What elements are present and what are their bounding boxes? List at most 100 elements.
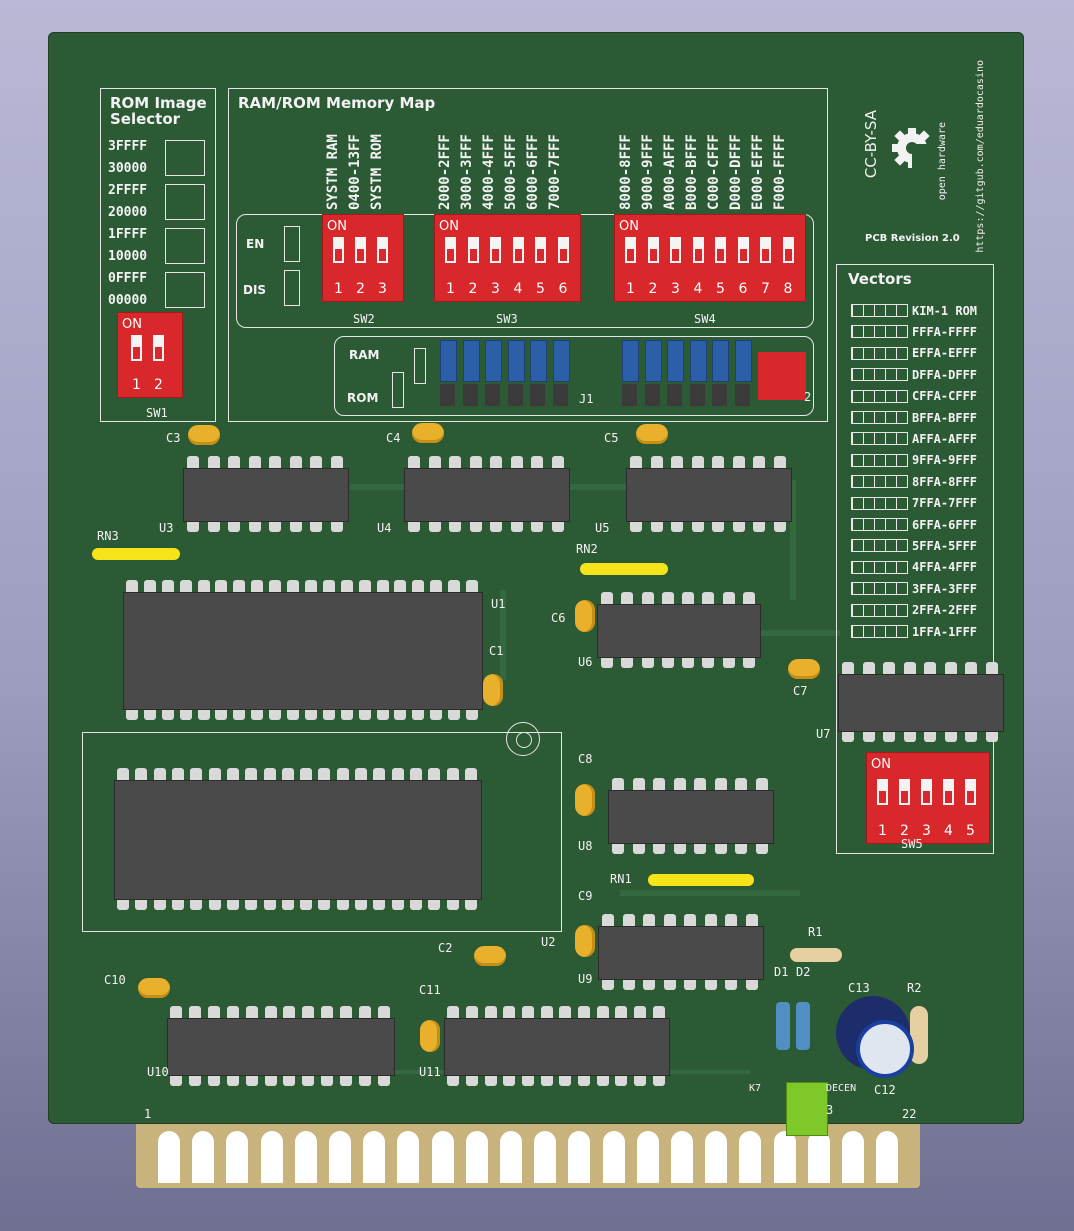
jumper-cap[interactable] (644, 340, 662, 382)
dip-toggle[interactable] (899, 779, 910, 805)
dip-toggle[interactable] (153, 335, 164, 361)
dip-toggle[interactable] (692, 237, 704, 263)
ic-pin (339, 1006, 352, 1018)
vector-row[interactable]: 9FFA-9FFF (851, 450, 977, 467)
vector-row[interactable]: 4FFA-4FFF (851, 557, 977, 574)
dip-toggle[interactable] (355, 237, 366, 263)
dip-toggle[interactable] (445, 237, 456, 263)
jumper-cap[interactable] (440, 340, 457, 382)
dip-toggle[interactable] (131, 335, 142, 361)
ic-pin (510, 456, 523, 468)
ic-pin (612, 778, 625, 790)
jumper-cap[interactable] (734, 340, 752, 382)
vector-row[interactable]: CFFA-CFFF (851, 386, 977, 403)
dip-toggle[interactable] (512, 237, 524, 263)
ref-u4: U4 (377, 521, 392, 535)
edge-finger (807, 1131, 830, 1183)
ic-pin (862, 662, 875, 674)
dip-toggle[interactable] (557, 237, 569, 263)
jumper-cap[interactable] (689, 340, 707, 382)
jumper-cap[interactable] (462, 340, 480, 382)
ic-pin (469, 456, 482, 468)
ref-u9: U9 (578, 972, 593, 986)
jumper-j2[interactable] (758, 352, 806, 400)
ic-pin (300, 898, 313, 910)
ic-pin (428, 898, 441, 910)
vector-row[interactable]: BFFA-BFFF (851, 407, 977, 425)
dip-toggle[interactable] (535, 237, 546, 263)
vector-row[interactable]: 5FFA-5FFF (851, 535, 977, 553)
rom-range-bottom: 20000 (108, 205, 148, 220)
vector-row[interactable]: EFFA-EFFF (851, 343, 977, 360)
ic-pin (622, 978, 635, 990)
dip-toggle[interactable] (467, 237, 479, 263)
capacitor-c3 (188, 425, 220, 445)
dip-toggle[interactable] (877, 779, 888, 805)
jumper-cap[interactable] (552, 340, 570, 382)
dip-toggle[interactable] (490, 237, 501, 263)
ic-pin (735, 842, 748, 854)
jumper-cap[interactable] (622, 340, 639, 382)
dip-toggle[interactable] (333, 237, 344, 263)
dip-toggle[interactable] (965, 779, 976, 805)
ic-u11 (444, 1018, 670, 1076)
ic-u8 (608, 790, 774, 844)
jumper-cap[interactable] (712, 340, 729, 382)
vector-row[interactable]: 8FFA-8FFF (851, 471, 977, 489)
vector-row[interactable]: FFFA-FFFF (851, 321, 977, 339)
ic-pin (484, 1074, 497, 1086)
vector-row[interactable]: 7FFA-7FFF (851, 493, 977, 510)
ic-pin (330, 520, 343, 532)
ic-pin (391, 898, 404, 910)
vector-row[interactable]: KIM-1 ROM (851, 300, 977, 318)
ic-pin (125, 708, 138, 720)
vector-row[interactable]: 6FFA-6FFF (851, 514, 977, 532)
dip-toggle[interactable] (760, 237, 771, 263)
ref-u7: U7 (816, 727, 831, 741)
dip-toggle[interactable] (921, 779, 932, 805)
jumper-cap[interactable] (667, 340, 684, 382)
dip-num: 2 (356, 281, 365, 297)
jumper-cap[interactable] (485, 340, 502, 382)
rom-range-top: 0FFFF (108, 271, 148, 286)
ic-pin (189, 1006, 202, 1018)
ref-sw2: SW2 (353, 312, 375, 326)
memory-range-label: SYSTM RAM (325, 134, 341, 210)
dip-toggle[interactable] (670, 237, 681, 263)
dip-toggle[interactable] (715, 237, 726, 263)
jumper-cap[interactable] (507, 340, 525, 382)
vector-switch-icon (851, 346, 908, 360)
vector-row[interactable]: DFFA-DFFF (851, 364, 977, 382)
dip-toggle[interactable] (377, 237, 388, 263)
dip-switch-sw1[interactable]: ON 1 2 (117, 312, 183, 398)
vector-row[interactable]: AFFA-AFFF (851, 428, 977, 446)
ic-pin (226, 1006, 239, 1018)
dip-num: 1 (626, 281, 635, 297)
ic-pin (612, 842, 625, 854)
dip-switch-sw2[interactable]: ON 1 2 3 (322, 214, 404, 302)
rom-range-bottom: 00000 (108, 293, 148, 308)
edge-finger (739, 1131, 762, 1183)
dip-toggle[interactable] (943, 779, 954, 805)
jumper-panel-frame (334, 336, 814, 416)
ref-rn1: RN1 (610, 872, 632, 886)
vector-row[interactable]: 1FFA-1FFF (851, 621, 977, 639)
jumper-cap[interactable] (530, 340, 547, 382)
dip-toggle[interactable] (782, 237, 794, 263)
memory-range-label: 7000-7FFF (547, 134, 563, 210)
vector-row[interactable]: 2FFA-2FFF (851, 600, 977, 617)
dip-toggle[interactable] (625, 237, 636, 263)
edge-finger (534, 1131, 557, 1183)
rom-jumper-icon (392, 372, 404, 408)
jumper-k7[interactable] (786, 1082, 828, 1136)
resistor-network-rn2 (580, 563, 668, 575)
dip-toggle[interactable] (737, 237, 749, 263)
vector-row[interactable]: 3FFA-3FFF (851, 578, 977, 596)
ref-c6: C6 (551, 611, 566, 625)
dip-toggle[interactable] (647, 237, 659, 263)
ic-pin (172, 898, 185, 910)
ic-pin (682, 592, 695, 604)
